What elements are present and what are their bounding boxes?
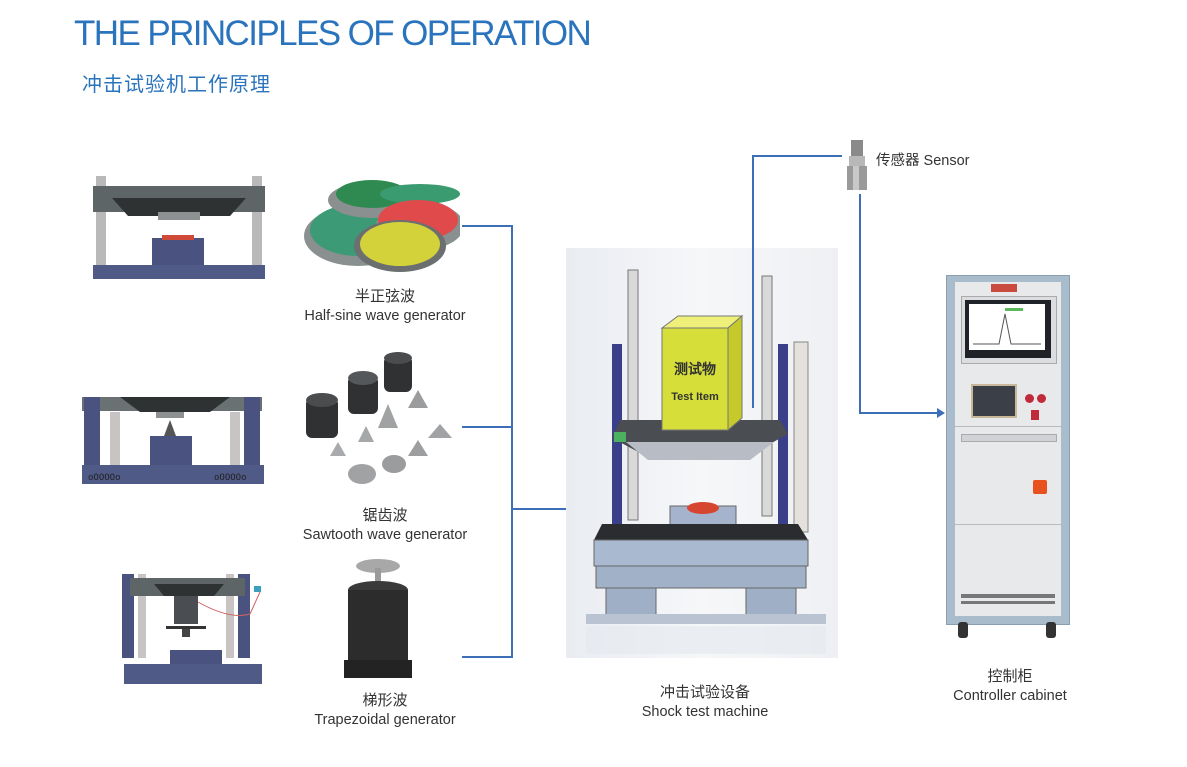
trapezoidal-cylinder-image <box>344 559 412 678</box>
connector-sawtooth <box>462 426 513 428</box>
arrow-right-icon <box>937 408 945 418</box>
connector-machine-to-sensor-horizontal <box>752 155 842 157</box>
connector-trunk <box>511 225 513 658</box>
connector-sensor-to-controller <box>859 412 939 414</box>
trapezoidal-label-en: Trapezoidal generator <box>314 712 456 728</box>
half-sine-caption: 半正弦波 Half-sine wave generator <box>282 286 488 326</box>
caster-right <box>1046 622 1056 638</box>
sensor-icon <box>847 140 867 190</box>
trapezoidal-label-cn: 梯形波 <box>362 691 408 709</box>
caster-left <box>958 622 968 638</box>
page-title: THE PRINCIPLES OF OPERATION <box>74 14 592 53</box>
page-subtitle: 冲击试验机工作原理 <box>82 72 271 96</box>
shock-machine-label-cn: 冲击试验设备 <box>659 683 750 701</box>
sawtooth-cones-image <box>306 352 452 484</box>
controller-caption: 控制柜 Controller cabinet <box>925 666 1095 706</box>
shock-machine-label-en: Shock test machine <box>641 704 769 720</box>
half-sine-pads-image <box>304 180 460 272</box>
trapezoidal-setup-image <box>122 574 262 684</box>
sensor-label: 传感器 Sensor <box>876 153 970 169</box>
svg-text:oOOOOo: oOOOOo <box>88 473 121 483</box>
half-sine-label-en: Half-sine wave generator <box>304 308 466 324</box>
connector-sensor-down <box>859 194 861 414</box>
sawtooth-label-en: Sawtooth wave generator <box>302 527 468 543</box>
connector-machine-to-sensor-vertical <box>752 155 754 408</box>
connector-half-sine <box>462 225 513 227</box>
shock-machine-image: 测试物 Test Item <box>566 248 838 658</box>
controller-label-cn: 控制柜 <box>987 667 1033 685</box>
sawtooth-label-cn: 锯齿波 <box>362 506 408 524</box>
sawtooth-setup-image: oOOOOo oOOOOo <box>82 397 264 484</box>
sawtooth-caption: 锯齿波 Sawtooth wave generator <box>280 505 490 545</box>
shock-machine-caption: 冲击试验设备 Shock test machine <box>600 682 810 722</box>
controller-label-en: Controller cabinet <box>953 688 1067 704</box>
half-sine-setup-image <box>93 176 265 279</box>
half-sine-label-cn: 半正弦波 <box>354 287 415 305</box>
connector-trapezoidal <box>462 656 513 658</box>
controller-cabinet-image <box>946 275 1070 625</box>
svg-text:oOOOOo: oOOOOo <box>214 473 247 483</box>
test-item-label-cn: 测试物 <box>674 361 716 378</box>
trapezoidal-caption: 梯形波 Trapezoidal generator <box>290 690 480 730</box>
test-item-label-en: Test Item <box>671 391 719 403</box>
